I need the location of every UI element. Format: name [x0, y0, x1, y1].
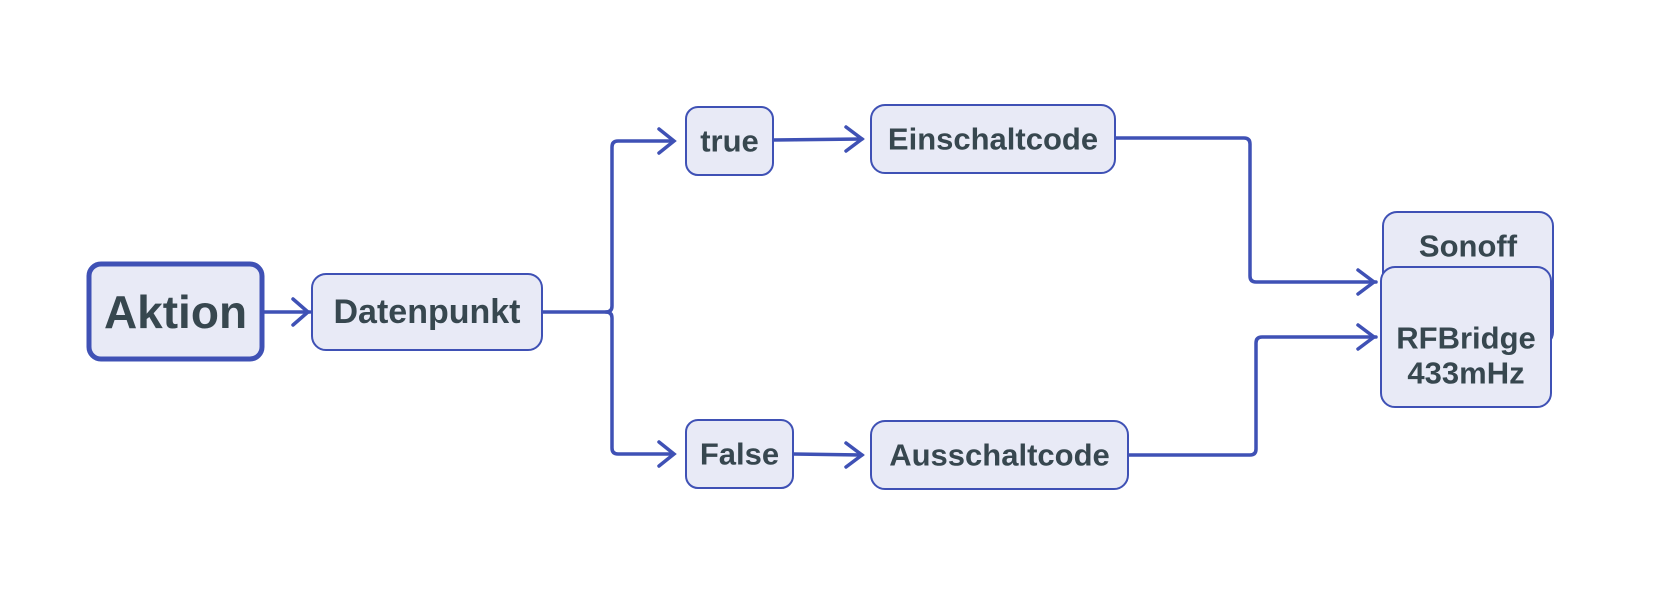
- node-true: true: [685, 106, 774, 176]
- node-datenpunkt-box: [311, 273, 543, 351]
- node-aktion-box: [86, 261, 265, 362]
- edge-true-einschaltcode: [771, 137, 864, 142]
- node-sonoff-label: Sonoff: [1419, 229, 1518, 264]
- node-ausschaltcode-box: [870, 420, 1129, 490]
- node-false-box: [685, 419, 794, 489]
- node-aktion: Aktion: [86, 261, 265, 362]
- node-rfbridge-label-line1: RFBridge: [1396, 321, 1536, 356]
- node-datenpunkt: Datenpunkt: [311, 273, 543, 351]
- node-false-label: False: [700, 437, 779, 472]
- arrowhead-sonoff: [1356, 268, 1377, 296]
- edge-datenpunkt-false: [604, 310, 674, 456]
- node-true-label: true: [700, 124, 759, 159]
- edge-ausschaltcode-rfbridge: [1126, 335, 1378, 457]
- node-rfbridge-label-line2: 433mHz: [1407, 356, 1524, 391]
- node-einschaltcode-label: Einschaltcode: [888, 122, 1098, 157]
- node-aktion-label: Aktion: [104, 286, 247, 338]
- node-false: False: [685, 419, 794, 489]
- node-ausschaltcode-label: Ausschaltcode: [889, 438, 1110, 473]
- node-einschaltcode-box: [870, 104, 1116, 174]
- arrowhead-false: [657, 440, 677, 468]
- edge-datenpunkt-true: [540, 139, 674, 314]
- arrowhead-datenpunkt: [291, 297, 311, 327]
- edge-einschaltcode-sonoff: [1113, 136, 1378, 284]
- arrowhead-einschaltcode: [844, 125, 865, 153]
- node-true-box: [685, 106, 774, 176]
- node-rfbridge-box: [1380, 266, 1552, 408]
- edge-false-ausschaltcode: [791, 452, 864, 457]
- arrowhead-rfbridge: [1356, 323, 1377, 351]
- node-einschaltcode: Einschaltcode: [870, 104, 1116, 174]
- arrowhead-ausschaltcode: [844, 441, 865, 469]
- node-ausschaltcode: Ausschaltcode: [870, 420, 1129, 490]
- edges: [260, 125, 1378, 469]
- node-rfbridge: RFBridge 433mHz: [1380, 266, 1552, 408]
- arrowhead-true: [657, 127, 677, 155]
- node-datenpunkt-label: Datenpunkt: [334, 293, 521, 331]
